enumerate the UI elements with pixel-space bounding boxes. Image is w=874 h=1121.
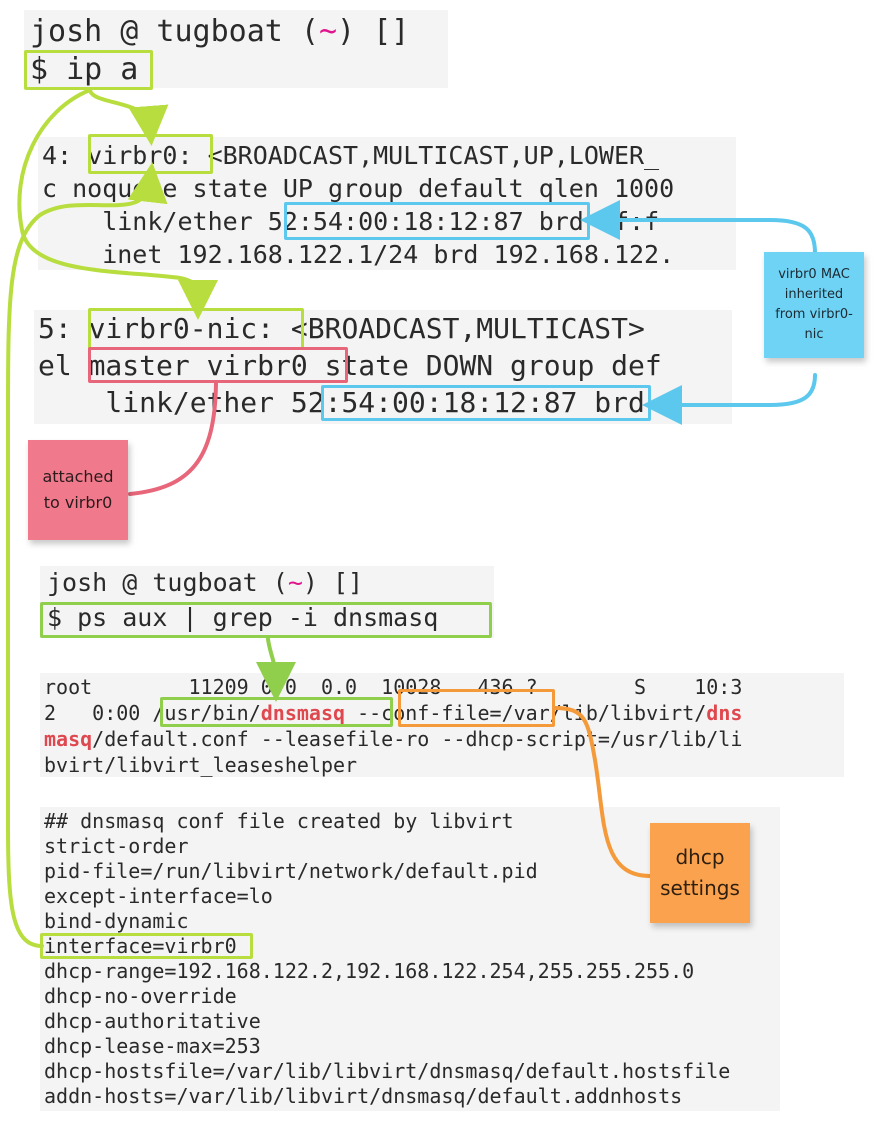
conf-line: except-interface=lo [44,884,273,908]
note-attached-to-virbr0: attached to virbr0 [28,440,128,540]
conf-line: addn-hosts=/var/lib/libvirt/dnsmasq/defa… [44,1084,683,1108]
note-mac-text: virbr0 MAC inherited from virbr0-nic [775,267,853,342]
link-ether-label: link/ether [38,386,291,419]
virbr0-line-4: inet 192.168.122.1/24 brd 192.168.122. [42,240,675,269]
state-down: state DOWN group def [307,349,662,382]
conf-line: dhcp-range=192.168.122.2,192.168.122.254… [44,959,695,983]
arrow-ip-to-virbr0-nic [17,88,219,320]
ps-time: 2 0:00 [44,701,153,725]
ps-line-2: 2 0:00 /usr/bin/dnsmasq --conf-file=/var… [44,701,742,725]
highlight-master-virbr0 [88,347,348,383]
terminal-prompt-1: josh @ tugboat (~) [] $ ip a [24,10,448,88]
connector-attached-to-master [128,381,218,496]
iface-index: 5: [38,312,89,345]
ip-output-virbr0-nic: 5: virbr0-nic: <BROADCAST,MULTICAST> el … [34,310,732,424]
conf-path: =/var/lib/libvirt/ [489,701,707,725]
conf-line: dhcp-hostsfile=/var/lib/libvirt/dnsmasq/… [44,1059,731,1083]
dnsmasq-binary: dnsmasq [260,701,346,725]
ps-bin-path: /usr/bin/ [152,701,261,725]
ps-line-4: bvirt/libvirt_leaseshelper [44,753,358,777]
command-ps-aux: $ ps aux | grep -i dnsmasq [47,603,439,632]
virbr0-line-1: 4: virbr0: <BROADCAST,MULTICAST,UP,LOWER… [42,141,659,170]
brd-label: brd [577,386,645,419]
nic-line-3: link/ether 52:54:00:18:12:87 brd [38,386,645,419]
line-prefix: el [38,349,89,382]
note-mac-inherited: virbr0 MAC inherited from virbr0-nic [764,252,864,358]
iface-index: 4: [42,141,88,170]
highlight-ps-command [40,602,492,638]
connector-dhcp-to-conf-file [553,706,652,878]
note-attached-text: attached to virbr0 [42,467,114,512]
virbr0-mac: 52:54:00:18:12:87 [267,207,524,236]
terminal-prompt-2: josh @ tugboat (~) [] $ ps aux | grep -i… [40,566,494,638]
arrow-note-to-nic-mac [642,373,817,425]
arrow-ps-to-dnsmasq [255,637,296,702]
dnsmasq-conf-file: ## dnsmasq conf file created by libvirt … [40,807,780,1111]
conf-line: dhcp-no-override [44,984,237,1008]
note-dhcp-settings: dhcp settings [650,823,750,923]
prompt-line: josh @ tugboat (~) [] [30,14,409,49]
prompt-tilde: ~ [318,14,338,49]
arrow-ip-to-virbr0 [88,88,169,146]
prompt-line: josh @ tugboat (~) [] [47,568,363,597]
master-virbr0: master virbr0 [88,349,308,382]
command-ip-a: $ ip a [30,52,139,87]
arrow-interface-to-virbr0 [6,162,168,948]
iface-flags: <BROADCAST,MULTICAST,UP,LOWER_ [192,141,660,170]
prompt-user: josh @ tugboat ( [47,568,288,597]
conf-line: pid-file=/run/libvirt/network/default.pi… [44,859,538,883]
prompt-user: josh @ tugboat ( [30,14,319,49]
conf-line: ## dnsmasq conf file created by libvirt [44,809,514,833]
nic-line-2: el master virbr0 state DOWN group def [38,349,662,382]
arrow-note-to-virbr0-mac [580,200,817,255]
ps-line-1: root 11209 0.0 0.0 10028 436 ? S 10:3 [44,675,743,699]
conf-line: bind-dynamic [44,909,189,933]
nic-line-1: 5: virbr0-nic: <BROADCAST,MULTICAST> [38,312,645,345]
conf-file-flag: --conf-file [357,701,490,725]
iface-flags: <BROADCAST,MULTICAST> [274,312,645,345]
dnsmasq-highlight-b: masq [44,727,93,751]
dnsmasq-highlight-a: dns [706,701,743,725]
nic-mac: 52:54:00:18:12:87 [290,386,578,419]
prompt-tilde: ~ [287,568,303,597]
note-dhcp-text: dhcp settings [660,845,740,900]
conf-line: strict-order [44,834,189,858]
conf-line: dhcp-authoritative [44,1009,261,1033]
conf-line-interface: interface=virbr0 [44,934,237,958]
prompt-end: ) [] [337,14,410,49]
prompt-end: ) [] [302,568,364,597]
conf-line: dhcp-lease-max=253 [44,1034,261,1058]
link-ether-label: link/ether [42,207,268,236]
